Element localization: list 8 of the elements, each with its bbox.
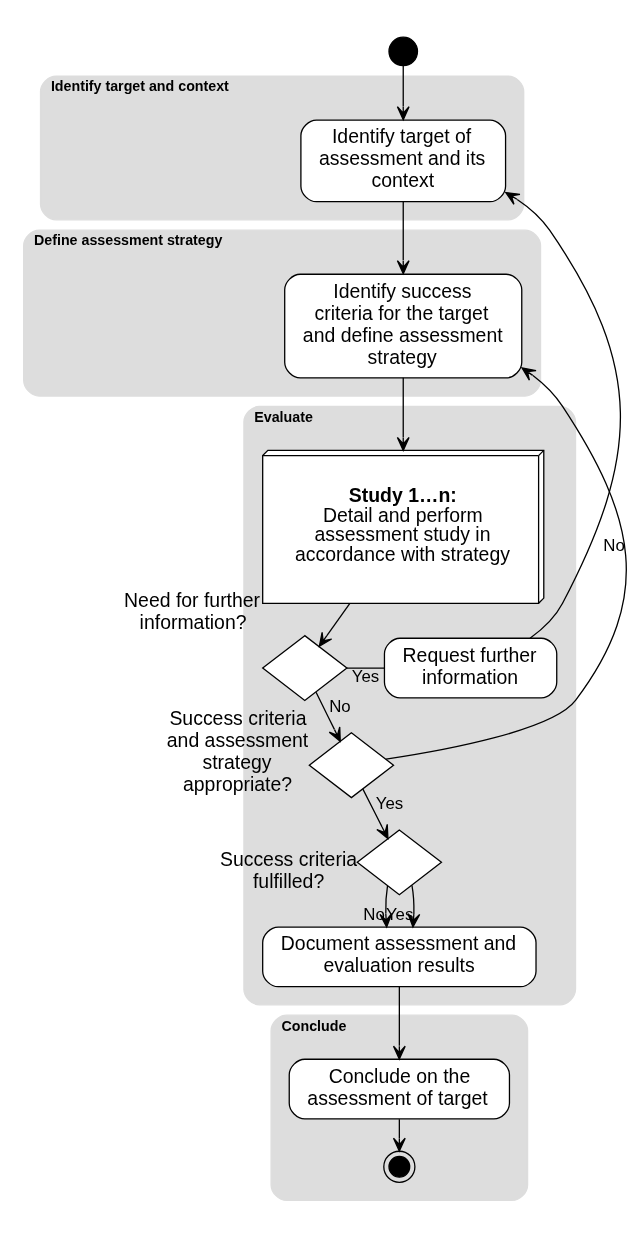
node-label: Success criteria and assessment strategy appropriate?: [166, 707, 309, 796]
node-label: Success criteria fulfilled?: [219, 848, 358, 893]
edge-label: No: [603, 535, 625, 555]
node-label: Need for further information?: [124, 589, 261, 634]
edge-label: Yes: [375, 793, 404, 813]
edge-label: No: [329, 697, 351, 717]
edge-label: Yes: [351, 666, 380, 686]
edge-label: No: [363, 904, 385, 924]
